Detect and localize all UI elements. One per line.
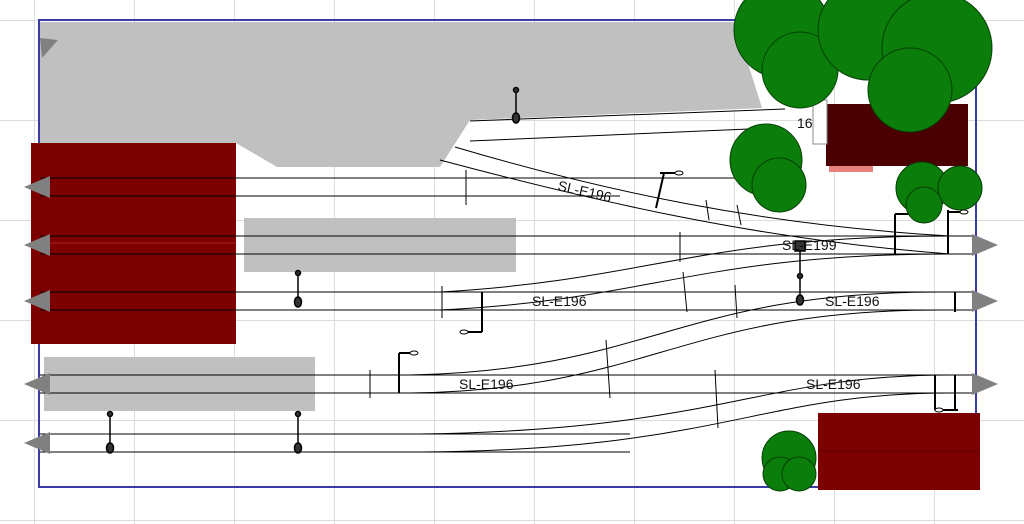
building-top-right-wall	[812, 99, 828, 145]
curve-bottom-a[interactable]	[419, 374, 951, 435]
track-end-arrow-icon[interactable]	[24, 432, 50, 454]
tie-mark	[736, 204, 742, 226]
turnout-label-e196-c: SL-E196	[825, 293, 880, 309]
partial-code-label: 16	[797, 115, 813, 131]
lever-knob	[959, 209, 969, 215]
tie-mark	[705, 199, 710, 221]
tie-mark	[734, 284, 738, 319]
curve-mid-a[interactable]	[439, 235, 951, 293]
tree-icon[interactable]	[781, 456, 817, 492]
signal-icon[interactable]	[511, 86, 521, 124]
curve-bottom-b[interactable]	[419, 392, 951, 453]
siding-top-rail[interactable]	[469, 108, 786, 122]
lever-e196-top[interactable]	[655, 172, 665, 209]
turnout-levers-group	[398, 170, 969, 413]
curve-low-a[interactable]	[409, 291, 941, 376]
track-end-arrow-icon[interactable]	[972, 234, 998, 256]
track-end-arrow-icon[interactable]	[972, 290, 998, 312]
signals-group	[105, 86, 806, 454]
lever-knob	[934, 407, 944, 413]
turnout-label-e196-b: SL-E196	[532, 293, 587, 309]
siding-top-rail-lower[interactable]	[469, 127, 773, 142]
track-end-arrow-icon[interactable]	[24, 290, 50, 312]
trees-group	[729, 0, 993, 492]
track-end-arrow-icon[interactable]	[24, 234, 50, 256]
platform-middle[interactable]	[244, 218, 516, 272]
track-end-arrow-icon[interactable]	[40, 38, 58, 58]
lever-knob	[459, 329, 469, 335]
tree-icon[interactable]	[867, 47, 953, 133]
lever-knob	[674, 170, 684, 176]
track-curves-group	[409, 146, 951, 453]
turnout-label-e199: SL-E199	[782, 237, 837, 253]
curve-mid-b[interactable]	[439, 253, 951, 311]
turnout-ties-group	[369, 170, 742, 429]
tie-mark	[682, 271, 688, 313]
lever-knob	[409, 350, 419, 356]
track-end-arrow-icon[interactable]	[24, 373, 50, 395]
track-end-arrows	[24, 38, 998, 454]
curve-top-a[interactable]	[454, 146, 951, 237]
platform-top-area[interactable]	[40, 22, 762, 167]
tie-mark	[714, 369, 719, 429]
curve-top-b[interactable]	[439, 159, 951, 255]
track-end-arrow-icon[interactable]	[24, 176, 50, 198]
signal-icon[interactable]	[293, 269, 303, 308]
track-straight-group	[40, 108, 975, 453]
uncoupler-icon[interactable]	[105, 410, 115, 454]
track-end-arrow-icon[interactable]	[972, 373, 998, 395]
tree-icon[interactable]	[937, 165, 983, 211]
uncoupler-icon[interactable]	[293, 410, 303, 454]
tie-mark	[605, 339, 611, 399]
platform-lower[interactable]	[44, 357, 315, 411]
curve-low-b[interactable]	[409, 309, 941, 394]
signal-icon[interactable]	[794, 240, 806, 306]
turnout-label-e196-e: SL-E196	[806, 376, 861, 392]
turnout-label-e196-d: SL-E196	[459, 376, 514, 392]
tree-icon[interactable]	[905, 186, 943, 224]
tree-icon[interactable]	[751, 157, 807, 213]
